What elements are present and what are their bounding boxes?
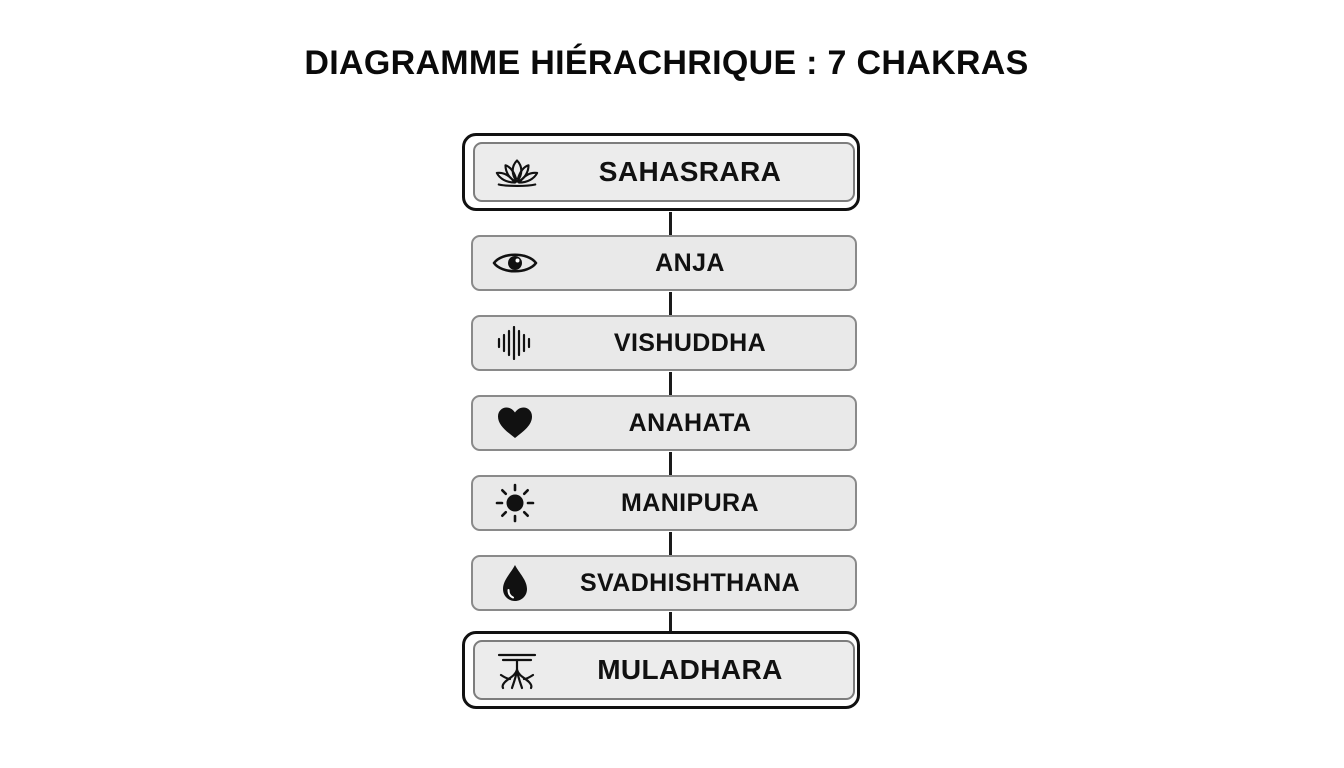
chakra-label: ANAHATA xyxy=(628,408,752,437)
heart-icon xyxy=(491,403,539,443)
connector xyxy=(669,212,672,236)
chakra-label: SVADHISHTHANA xyxy=(579,568,801,597)
chakra-label: SAHASRARA xyxy=(598,156,782,187)
water-drop-icon xyxy=(491,563,539,603)
chakra-node-anahata: ANAHATA xyxy=(471,395,857,451)
chakra-node-muladhara: MULADHARA xyxy=(473,640,855,700)
diagram-title: DIAGRAMME HIÉRACHRIQUE : 7 CHAKRAS xyxy=(304,44,1029,82)
sun-icon xyxy=(491,483,539,523)
chakra-node-anja: ANJA xyxy=(471,235,857,291)
connector xyxy=(669,612,672,632)
chakra-label: MANIPURA xyxy=(621,488,759,517)
chakra-node-sahasrara: SAHASRARA xyxy=(473,142,855,202)
connector xyxy=(669,452,672,476)
chakra-label: MULADHARA xyxy=(597,654,783,685)
sound-wave-icon xyxy=(491,323,539,363)
eye-icon xyxy=(491,243,539,283)
chakra-node-vishuddha: VISHUDDHA xyxy=(471,315,857,371)
lotus-icon xyxy=(493,152,541,192)
connector xyxy=(669,292,672,316)
connector xyxy=(669,532,672,556)
chakra-node-manipura: MANIPURA xyxy=(471,475,857,531)
chakra-node-svadhishthana: SVADHISHTHANA xyxy=(471,555,857,611)
connector xyxy=(669,372,672,396)
root-icon xyxy=(493,650,541,690)
chakra-label: VISHUDDHA xyxy=(613,328,767,357)
chakra-label: ANJA xyxy=(655,248,725,277)
